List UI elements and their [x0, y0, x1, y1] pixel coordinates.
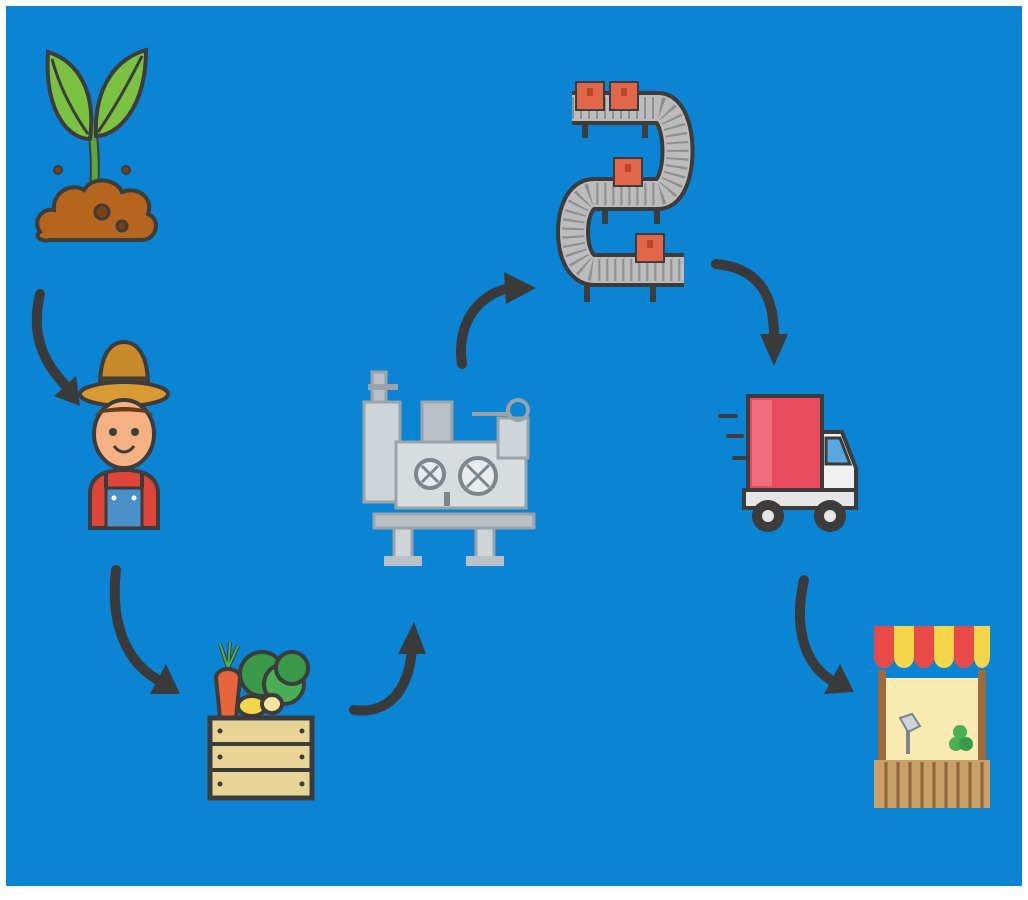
flow-arrow-farmer-to-harvest: [106, 564, 196, 714]
flow-arrow-processing-to-packaging: [448, 260, 540, 370]
flow-arrow-transport-to-retail: [788, 574, 868, 704]
diagram-canvas: [6, 6, 1022, 886]
flow-arrow-harvest-to-processing: [344, 614, 434, 724]
processing-machine-icon: [358, 364, 538, 570]
delivery-truck-icon: [718, 392, 858, 542]
flow-arrow-packaging-to-transport: [710, 254, 800, 372]
market-stall-icon: [870, 622, 994, 812]
conveyor-belt-icon: [554, 74, 694, 304]
vegetable-crate-icon: [206, 634, 316, 800]
seedling-in-soil-icon: [30, 44, 160, 254]
flow-arrow-seedling-to-farmer: [28, 288, 98, 428]
